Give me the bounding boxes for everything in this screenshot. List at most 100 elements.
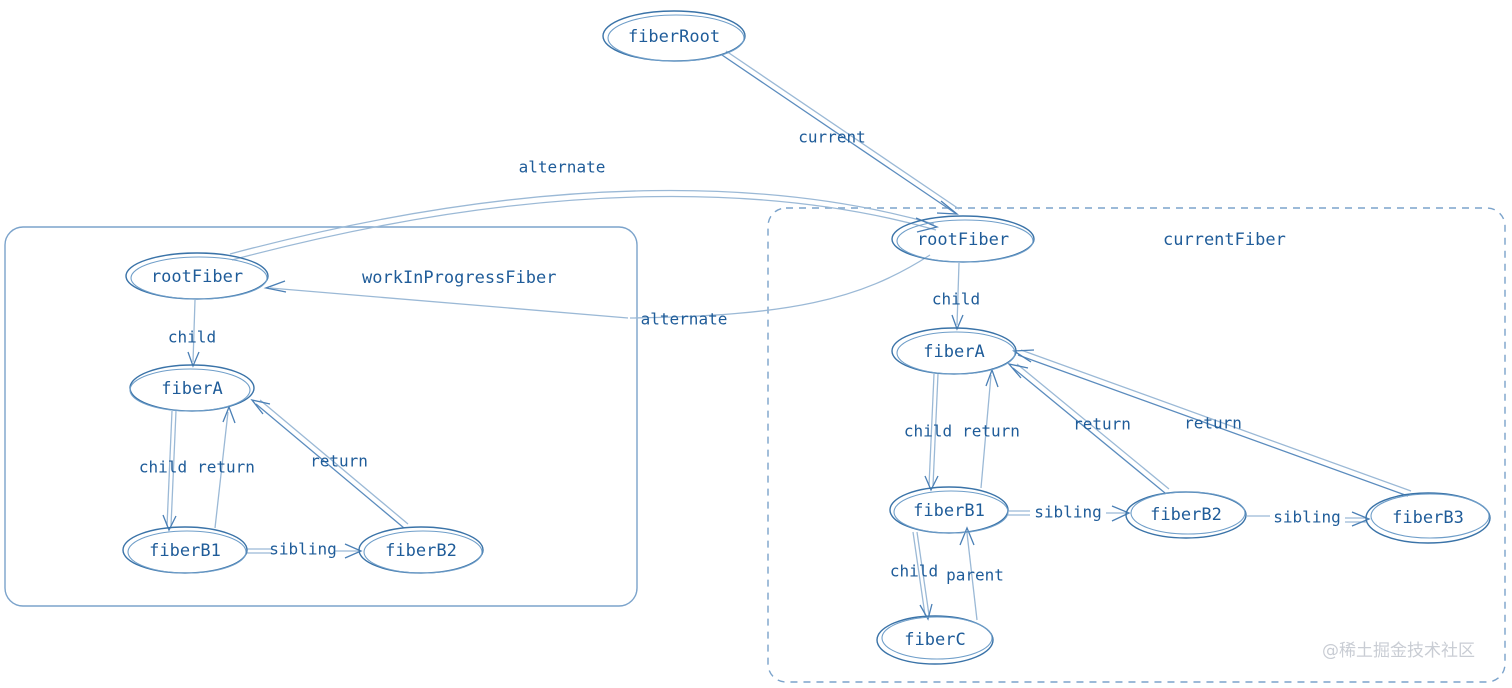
edge-wip-sibling-1-arrowhead [344, 543, 363, 559]
node-fiberroot[interactable]: fiberRoot [602, 10, 746, 62]
node-cur-fibera-label: fiberA [923, 342, 984, 362]
edge-label-alternate-top: alternate [519, 158, 606, 177]
node-cur-fiberc[interactable]: fiberC [876, 615, 994, 665]
edge-label-cur-b1-child: child [890, 562, 938, 581]
edge-wip-b2-return-arrowhead [250, 398, 271, 415]
node-fiberroot-ellipse-inner [607, 14, 745, 62]
node-cur-fiberb3-ellipse[interactable] [1365, 492, 1491, 544]
node-wip-fibera-label: fiberA [161, 379, 222, 399]
node-wip-fiberb1-label: fiberB1 [149, 541, 221, 561]
edge-label-cur-b2-return: return [1073, 415, 1131, 434]
node-cur-fiberb3-ellipse-inner [1370, 493, 1490, 539]
edge-wip-a-child-line-2 [170, 410, 177, 527]
node-wip-fiberb2-ellipse-inner [363, 530, 483, 574]
workinprogress-container-outline [4, 226, 638, 607]
edge-current-arrowhead [936, 200, 959, 215]
node-cur-fiberb3[interactable]: fiberB3 [1365, 492, 1491, 544]
edge-wip-b1-return: return [197, 405, 255, 529]
edge-alternate-top: alternate [229, 158, 940, 261]
edge-label-cur-c-parent: parent [946, 566, 1004, 585]
edge-cur-c-parent-line [966, 532, 978, 621]
currentfiber-container-label: currentFiber [1163, 230, 1286, 250]
edge-current-line-2 [725, 50, 960, 210]
node-fiberroot-label: fiberRoot [628, 27, 720, 47]
edge-cur-root-child: child [932, 262, 980, 331]
edge-label-cur-root-child: child [932, 290, 980, 309]
edge-cur-b1-child: child [890, 531, 938, 621]
edge-cur-b1-child-line [912, 531, 926, 616]
edge-wip-sibling-1: sibling [247, 540, 363, 559]
edge-cur-root-child-arrowhead [951, 314, 964, 331]
node-cur-fiberb2-ellipse-inner [1130, 491, 1246, 535]
edge-alternate-top-line [229, 189, 935, 255]
node-cur-fiberc-ellipse-inner [881, 616, 993, 660]
watermark: @稀土掘金技术社区 [1322, 641, 1475, 661]
edge-cur-b3-return: return [1011, 349, 1412, 497]
edge-alternate-top-arrowhead [915, 217, 940, 233]
edge-cur-b2-return: return [1007, 362, 1170, 494]
node-cur-rootfiber-label: rootFiber [917, 230, 1009, 250]
node-cur-rootfiber[interactable]: rootFiber [891, 215, 1035, 263]
workinprogress-container-label: workInProgressFiber [362, 268, 556, 288]
edge-label-wip-a-child: child [139, 458, 187, 477]
edge-wip-root-child-line [192, 299, 196, 363]
edge-wip-root-child-arrowhead [187, 351, 200, 368]
edge-cur-a-child: child [904, 373, 952, 492]
edge-alternate-bottom-line [629, 254, 931, 319]
container-workinprogress-fiber: workInProgressFiber [4, 226, 638, 607]
node-cur-fiberc-ellipse[interactable] [876, 615, 994, 665]
edge-cur-b2-return-line [1012, 367, 1166, 494]
edge-cur-b1-return: return [962, 368, 1020, 489]
node-wip-fibera-ellipse-inner [129, 368, 251, 412]
node-wip-fibera[interactable]: fiberA [129, 364, 255, 412]
node-cur-fibera[interactable]: fiberA [891, 327, 1017, 375]
edge-cur-b1-return-arrowhead [985, 368, 999, 388]
edge-wip-b2-return-line [255, 403, 405, 529]
edge-alternate-bottom-arrowhead [263, 280, 287, 293]
edge-wip-a-child-line [166, 410, 173, 527]
edge-label-cur-b3-return: return [1184, 414, 1242, 433]
edge-wip-root-child: child [168, 299, 216, 368]
edge-label-cur-sibling-2: sibling [1273, 508, 1340, 527]
edge-current: current [721, 50, 960, 215]
edge-label-wip-b1-return: return [197, 458, 255, 477]
edge-cur-a-child-line-2 [932, 373, 939, 487]
node-wip-fiberb1-ellipse-inner [127, 530, 247, 574]
edge-label-cur-a-child: child [904, 422, 952, 441]
edge-label-wip-b2-return: return [310, 452, 368, 471]
edge-label-current: current [798, 128, 865, 147]
node-wip-fiberb2-label: fiberB2 [385, 541, 457, 561]
edge-wip-b2-return: return [250, 398, 409, 529]
edge-cur-sibling-1-arrowhead [1111, 505, 1131, 522]
node-cur-fiberc-label: fiberC [904, 630, 965, 650]
node-cur-fiberb3-label: fiberB3 [1392, 508, 1464, 528]
node-cur-fiberb2[interactable]: fiberB2 [1125, 491, 1247, 539]
node-cur-fibera-ellipse-inner [896, 331, 1016, 375]
node-wip-fiberb2[interactable]: fiberB2 [358, 526, 484, 574]
edge-wip-b1-return-line [214, 411, 229, 529]
container-current-fiber: currentFiber [767, 207, 1506, 683]
edge-cur-c-parent-arrowhead [959, 526, 975, 546]
edge-alternate-bottom-line-2 [269, 287, 629, 319]
node-wip-fiberb1[interactable]: fiberB1 [122, 526, 248, 574]
currentfiber-container-outline [767, 207, 1506, 683]
edge-alternate-bottom: alternate [263, 254, 931, 329]
edge-label-cur-b1-return: return [962, 422, 1020, 441]
edge-cur-b3-return-line [1017, 354, 1409, 497]
edge-cur-b1-return-line [980, 374, 992, 489]
edge-wip-b1-return-arrowhead [222, 405, 236, 424]
edge-cur-b1-child-arrowhead [919, 603, 933, 621]
edge-cur-b3-return-arrowhead [1011, 349, 1035, 363]
edge-cur-a-child-line [928, 373, 935, 487]
edge-wip-a-child-arrowhead [162, 514, 177, 532]
edge-label-alternate-bottom: alternate [641, 310, 728, 329]
edge-cur-b2-return-line-2 [1016, 363, 1170, 490]
edge-current-line [721, 54, 956, 214]
edge-cur-b2-return-arrowhead [1007, 362, 1029, 379]
edge-cur-b3-return-line-2 [1020, 349, 1412, 492]
node-cur-fiberb1[interactable]: fiberB1 [889, 486, 1009, 534]
node-cur-fiberb2-label: fiberB2 [1150, 505, 1222, 525]
node-wip-rootfiber[interactable]: rootFiber [125, 252, 269, 300]
